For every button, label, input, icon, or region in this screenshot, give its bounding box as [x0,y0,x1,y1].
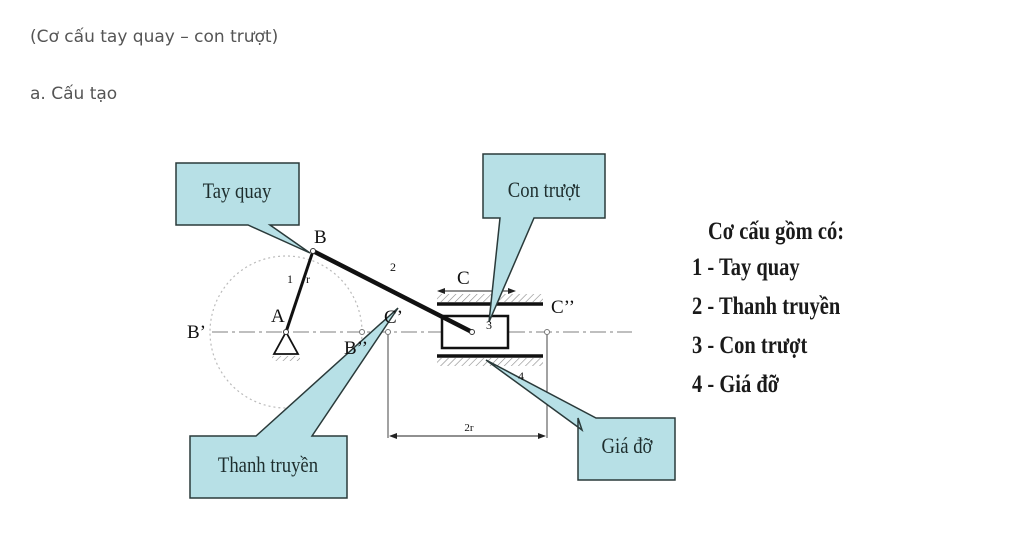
label-2: 2 [390,260,396,274]
legend-item: 1 - Tay quay [692,254,800,281]
section-heading: (Cơ cấu tay quay – con trượt) [30,27,279,47]
label-B: B [314,227,327,248]
callout-frame-box [485,359,676,481]
label-C: C [457,268,470,289]
callout-crank-box [175,162,311,254]
label-3: 3 [486,318,492,332]
legend-item: 2 - Thanh truyền [692,293,841,320]
joint-C [469,329,475,335]
label-2r: 2r [464,422,474,434]
pivot-hatch [272,356,300,361]
callout-slider-box [482,153,606,323]
point-C-double [544,329,550,335]
label-B-prime: B’ [187,322,206,343]
legend-item: 4 - Giá đỡ [692,371,780,398]
point-B-double [359,329,365,335]
point-C-prime [385,329,391,335]
pivot-support [272,330,300,355]
callout-slider-label: Con trượt [508,179,581,203]
label-4: 4 [518,369,524,383]
label-C-prime: C’ [384,307,403,328]
subsection-heading: a. Cấu tạo [30,84,118,104]
label-A: A [271,306,285,327]
joint-A [283,329,289,335]
legend-title: Cơ cấu gồm có: [708,218,845,245]
connecting-rod [311,248,474,335]
callout-crank-label: Tay quay [203,180,272,204]
label-B-double: B’’ [344,338,368,359]
label-1: 1 [287,272,293,286]
label-C-double: C’’ [551,297,575,318]
callout-rod-label: Thanh truyền [218,454,318,478]
joint-B [310,248,316,254]
components-legend: Cơ cấu gồm có: 1 - Tay quay 2 - Thanh tr… [692,218,874,410]
legend-item: 3 - Con trượt [692,332,808,359]
upper-guide-hatch [437,294,543,302]
callout-rod-box [189,307,399,499]
label-r: r [306,272,310,286]
crank-link [284,250,315,333]
callout-frame-label: Giá đỡ [602,435,654,459]
